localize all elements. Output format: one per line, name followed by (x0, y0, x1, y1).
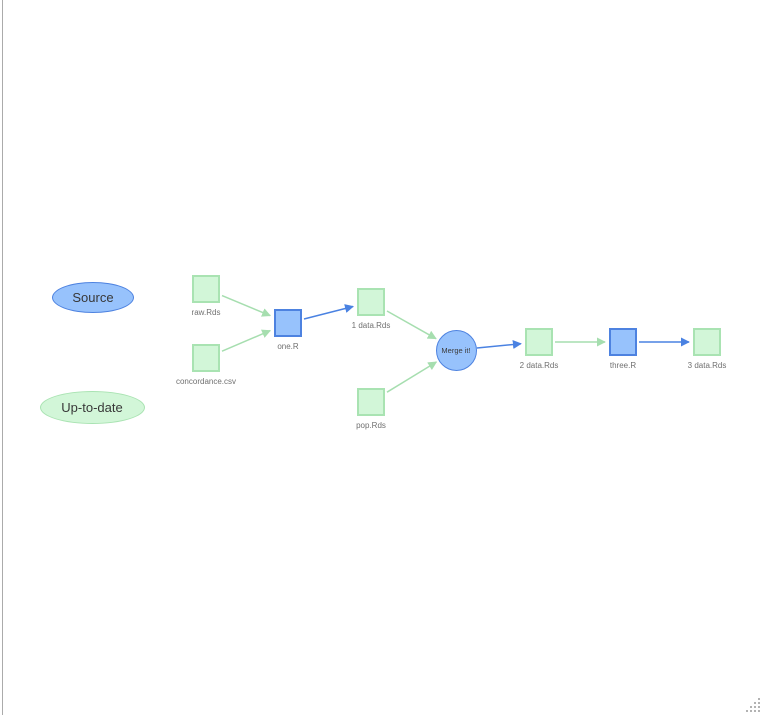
node-label: raw.Rds (191, 308, 221, 317)
graph-edge-concordance-csv-to-one-r (221, 329, 272, 352)
graph-edge-1-data-rds-to-merge-it (386, 310, 437, 340)
graph-node-concordance-csv[interactable] (192, 344, 220, 372)
node-label: 2 data.Rds (519, 361, 559, 370)
graph-node-three-r[interactable] (609, 328, 637, 356)
node-label: pop.Rds (356, 421, 386, 430)
node-label: Merge it! (441, 345, 471, 355)
graph-edge-merge-it-to-2-data-rds (476, 340, 522, 349)
node-label: 3 data.Rds (687, 361, 727, 370)
graph-node-1-data-rds[interactable] (357, 288, 385, 316)
resize-grip-icon[interactable] (744, 696, 762, 714)
node-label: one.R (277, 342, 299, 351)
widget-left-border (2, 0, 3, 715)
node-label: three.R (609, 361, 637, 370)
legend-label: Up-to-date (61, 399, 123, 415)
graph-node-2-data-rds[interactable] (525, 328, 553, 356)
legend-source: Source (52, 281, 134, 313)
node-label: 1 data.Rds (351, 321, 391, 330)
graph-edge-raw-rds-to-one-r (221, 294, 272, 317)
graph-node-pop-rds[interactable] (357, 388, 385, 416)
graph-edge-pop-rds-to-merge-it (386, 361, 438, 393)
graph-node-raw-rds[interactable] (192, 275, 220, 303)
graph-node-3-data-rds[interactable] (693, 328, 721, 356)
legend-uptodate: Up-to-date (39, 390, 145, 424)
graph-node-one-r[interactable] (274, 309, 302, 337)
node-label: concordance.csv (175, 377, 237, 386)
graph-edge-one-r-to-1-data-rds (303, 304, 354, 320)
graph-node-merge-it[interactable]: Merge it! (435, 329, 477, 371)
legend-label: Source (72, 289, 114, 305)
